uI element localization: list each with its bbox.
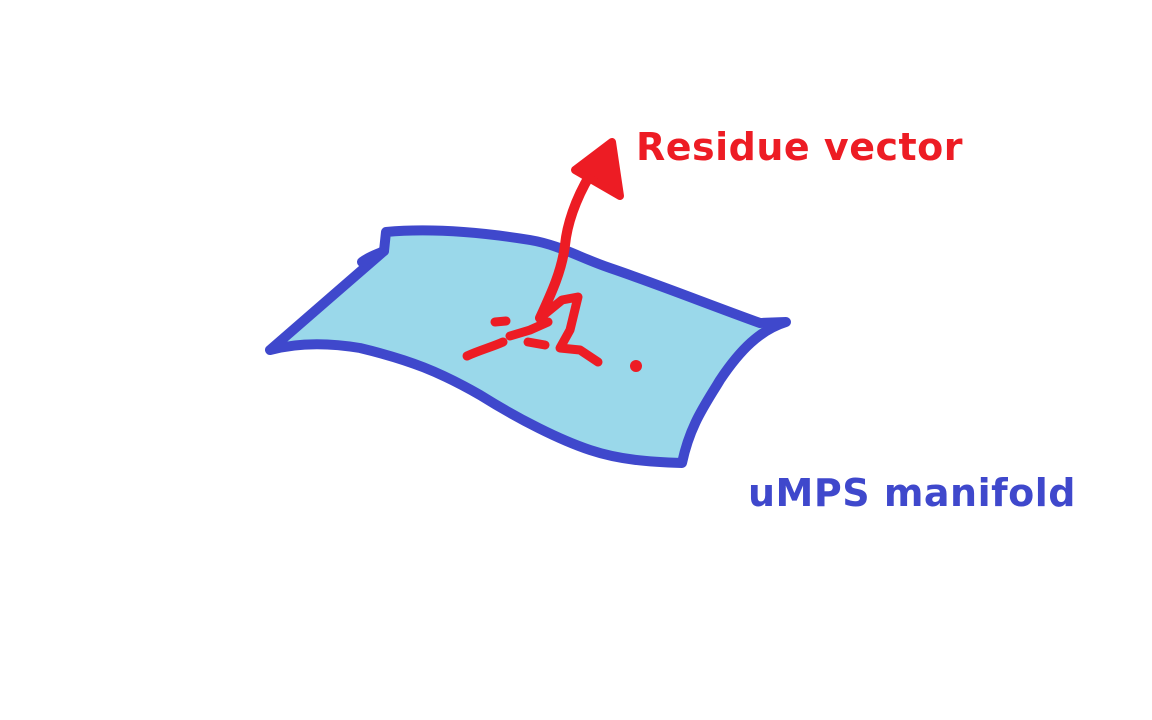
residue-vector-label: Residue vector (636, 125, 964, 169)
residue-base-scribble (505, 317, 553, 341)
manifold-edge-hook (357, 246, 389, 267)
residue-vector-arrowhead (571, 138, 624, 200)
residue-base-scribble (462, 337, 508, 361)
umps-manifold-label: uMPS manifold (748, 471, 1076, 515)
residue-vector-shaft (535, 170, 595, 323)
residue-base-scribble (490, 316, 511, 327)
umps-manifold-sheet (265, 225, 791, 468)
residue-base-scribble (523, 337, 550, 350)
residue-base-scribble (535, 292, 603, 367)
residue-dot (630, 360, 642, 372)
